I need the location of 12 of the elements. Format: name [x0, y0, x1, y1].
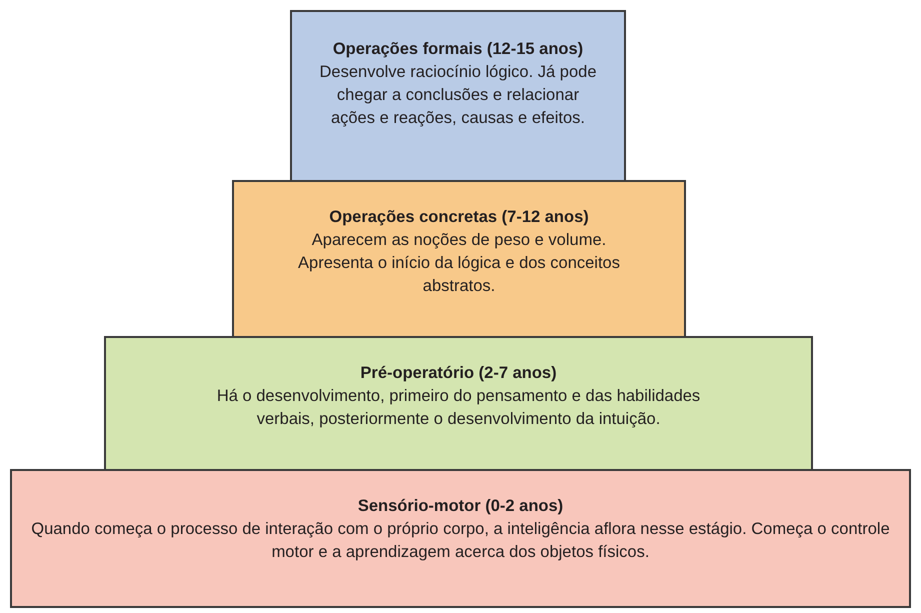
- stage-heading: Pré-operatório (2-7 anos): [360, 363, 557, 384]
- stage-description: Há o desenvolvimento, primeiro do pensamento e das habilidades verbais, posteriormente o desenvolvimento da intuição.: [216, 386, 702, 430]
- stage-box: [10, 469, 911, 608]
- stage-description: Quando começa o processo de interação com o próprio corpo, a inteligência aflora nesse estágio. Começa o controle motor e a aprendizagem acerca dos objetos físicos.: [30, 519, 890, 563]
- stage-box: [104, 336, 813, 471]
- stage-description: Aparecem as noções de peso e volume. Apresenta o início da lógica e dos conceitos abstratos.: [297, 230, 621, 297]
- stage-description: Desenvolve raciocínio lógico. Já pode chegar a conclusões e relacionar ações e reações, causas e efeitos.: [318, 62, 598, 129]
- stage-heading: Operações formais (12-15 anos): [332, 39, 584, 60]
- stage-box: [290, 10, 626, 182]
- stage-heading: Sensório-motor (0-2 anos): [358, 496, 564, 517]
- stage-heading: Operações concretas (7-12 anos): [329, 207, 589, 228]
- stage-box: [232, 180, 686, 338]
